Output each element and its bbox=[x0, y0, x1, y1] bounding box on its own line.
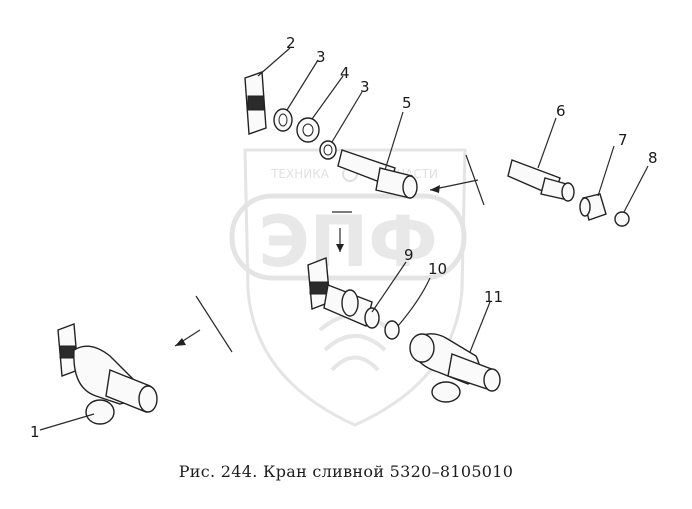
figure-caption: Рис. 244. Кран сливной 5320–8105010 bbox=[178, 462, 514, 481]
part-stem-right bbox=[507, 117, 575, 202]
assembly-arrow-center bbox=[332, 211, 352, 252]
callout-4: 4 bbox=[340, 64, 350, 82]
assembly-arrow-left bbox=[174, 295, 233, 353]
callout-1: 1 bbox=[30, 423, 40, 441]
watermark-letters: ЭПФ bbox=[258, 201, 437, 283]
part-center-assembly bbox=[307, 257, 407, 329]
callout-10: 10 bbox=[428, 260, 447, 278]
callout-7: 7 bbox=[618, 131, 628, 149]
callout-8: 8 bbox=[648, 149, 658, 167]
callout-9: 9 bbox=[404, 246, 414, 264]
part-stem bbox=[337, 111, 418, 199]
wheat-icon bbox=[318, 313, 392, 372]
part-tap-assembly bbox=[39, 323, 158, 431]
callout-5: 5 bbox=[402, 94, 412, 112]
callout-6: 6 bbox=[556, 102, 566, 120]
part-oring bbox=[614, 165, 649, 227]
part-washer-top bbox=[273, 59, 319, 132]
part-thick-washer bbox=[296, 75, 344, 143]
part-tap-right bbox=[409, 301, 501, 403]
callout-labels: 1 2 3 4 3 5 6 7 8 9 10 11 bbox=[30, 34, 658, 441]
callout-3-a: 3 bbox=[316, 48, 326, 66]
callout-2: 2 bbox=[286, 34, 296, 52]
part-handle bbox=[244, 47, 291, 135]
watermark-text-left: ТЕХНИКА bbox=[270, 167, 330, 181]
assembly-arrow-upper bbox=[429, 154, 485, 206]
callout-3-b: 3 bbox=[360, 78, 370, 96]
watermark: ЭПФ ТЕХНИКА ЗАПЧАСТИ bbox=[229, 148, 467, 427]
callout-11: 11 bbox=[484, 288, 503, 306]
part-nut bbox=[579, 145, 615, 221]
part-ring bbox=[384, 277, 431, 340]
part-washer-second bbox=[319, 91, 363, 160]
